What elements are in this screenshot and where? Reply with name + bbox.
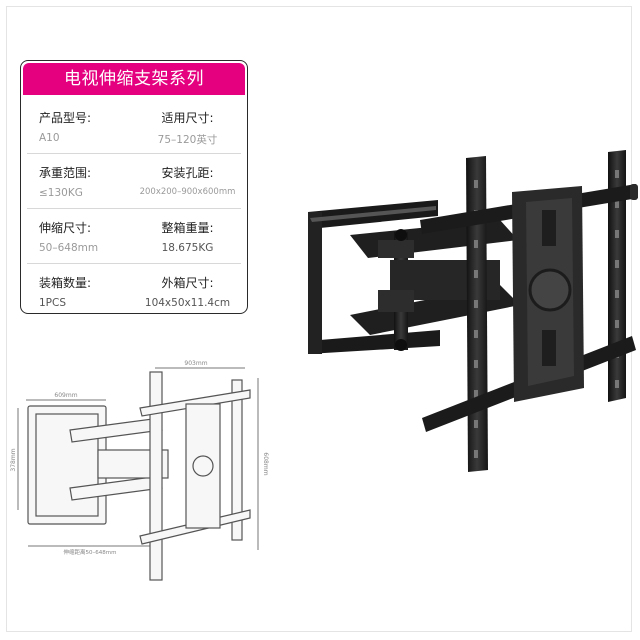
spec-value: 104x50x11.4cm	[144, 297, 231, 309]
spec-row: 装箱数量: 1PCS 外箱尺寸: 104x50x11.4cm	[27, 264, 241, 313]
spec-value: A10	[39, 132, 60, 144]
spec-value: ≤130KG	[39, 187, 83, 199]
dim-label-left-width: 609mm	[54, 392, 77, 399]
spec-label: 整箱重量:	[161, 221, 214, 235]
dim-label-extension: 伸缩距离50–648mm	[64, 548, 117, 556]
spec-rows: 产品型号: A10 适用尺寸: 75–120英寸 承重范围: ≤130KG 安装…	[21, 99, 247, 313]
spec-label: 产品型号:	[39, 111, 92, 125]
spec-row: 产品型号: A10 适用尺寸: 75–120英寸	[27, 99, 241, 154]
spec-cell: 安装孔距: 200x200–900x600mm	[134, 154, 241, 208]
spec-value: 200x200–900x600mm	[139, 187, 236, 197]
dim-label-left-height: 378mm	[10, 448, 17, 471]
wall-plate	[308, 200, 440, 354]
tv-bracket-photo	[308, 150, 638, 472]
spec-row: 承重范围: ≤130KG 安装孔距: 200x200–900x600mm	[27, 154, 241, 209]
spec-cell: 适用尺寸: 75–120英寸	[134, 99, 241, 153]
spec-cell: 整箱重量: 18.675KG	[134, 209, 241, 263]
spec-value: 75–120英寸	[157, 134, 218, 146]
spec-label: 装箱数量:	[39, 276, 92, 290]
spec-cell: 伸缩尺寸: 50–648mm	[27, 209, 134, 263]
dim-label-right-height: 608mm	[262, 452, 269, 475]
spec-label: 伸缩尺寸:	[39, 221, 92, 235]
dimension-diagram: 903mm 609mm 378mm 608mm 伸缩距离50–648mm	[10, 360, 269, 581]
spec-label: 外箱尺寸:	[161, 276, 214, 290]
spec-cell: 外箱尺寸: 104x50x11.4cm	[134, 264, 241, 313]
spec-value: 1PCS	[39, 297, 67, 309]
spec-cell: 产品型号: A10	[27, 99, 134, 153]
dim-label-top: 903mm	[184, 360, 207, 367]
spec-value: 50–648mm	[39, 242, 99, 254]
spec-label: 安装孔距:	[161, 166, 214, 180]
spec-cell: 承重范围: ≤130KG	[27, 154, 134, 208]
spec-card: 电视伸缩支架系列 产品型号: A10 适用尺寸: 75–120英寸 承重范围: …	[20, 60, 248, 314]
spec-cell: 装箱数量: 1PCS	[27, 264, 134, 313]
vertical-rails	[466, 150, 626, 472]
tilt-plate	[512, 186, 584, 402]
bracket-outline	[27, 371, 251, 581]
dim-labels: 903mm 609mm 378mm 608mm 伸缩距离50–648mm	[10, 360, 269, 556]
spec-value: 18.675KG	[161, 242, 214, 254]
spec-row: 伸缩尺寸: 50–648mm 整箱重量: 18.675KG	[27, 209, 241, 264]
image-frame	[6, 6, 632, 632]
spec-label: 承重范围:	[39, 166, 92, 180]
spec-card-title: 电视伸缩支架系列	[23, 63, 245, 95]
spec-label: 适用尺寸:	[161, 111, 214, 125]
